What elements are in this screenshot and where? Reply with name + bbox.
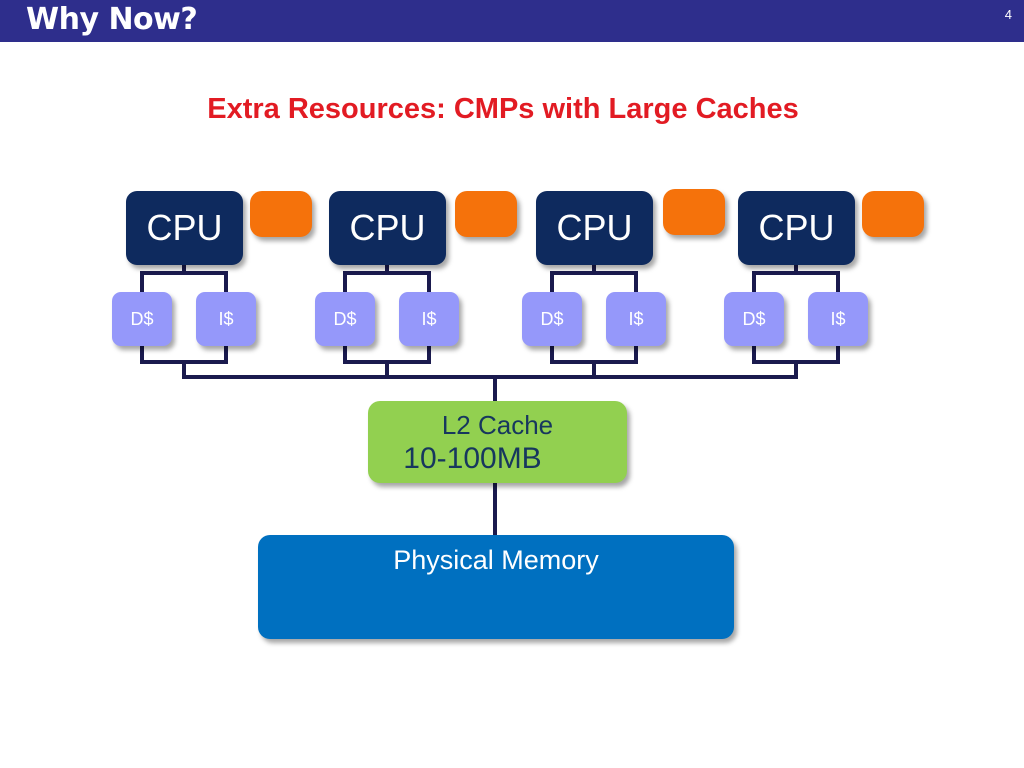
dcache-1: D$	[112, 292, 172, 346]
l2-cache: L2 Cache 10-100MB	[368, 401, 627, 483]
l2-cache-size: 10-100MB	[403, 442, 542, 475]
cpu-3: CPU	[536, 191, 653, 265]
slide-title: Why Now?	[26, 2, 198, 37]
dcache-4: D$	[724, 292, 784, 346]
orange-block-2	[455, 191, 517, 237]
physical-memory: Physical Memory	[258, 535, 734, 639]
dcache-3: D$	[522, 292, 582, 346]
orange-block-3	[663, 189, 725, 235]
l2-cache-label: L2 Cache	[441, 410, 554, 440]
orange-block-4	[862, 191, 924, 237]
cpu-1: CPU	[126, 191, 243, 265]
cpu-4: CPU	[738, 191, 855, 265]
icache-4: I$	[808, 292, 868, 346]
slide-subtitle: Extra Resources: CMPs with Large Caches	[207, 93, 799, 125]
page-number: 4	[1004, 7, 1012, 22]
orange-block-1	[250, 191, 312, 237]
cpu-2: CPU	[329, 191, 446, 265]
title-bar: Why Now? 4	[0, 0, 1024, 42]
icache-3: I$	[606, 292, 666, 346]
physical-memory-label: Physical Memory	[393, 545, 599, 575]
wire-bus	[182, 375, 798, 404]
dcache-2: D$	[315, 292, 375, 346]
icache-2: I$	[399, 292, 459, 346]
icache-1: I$	[196, 292, 256, 346]
